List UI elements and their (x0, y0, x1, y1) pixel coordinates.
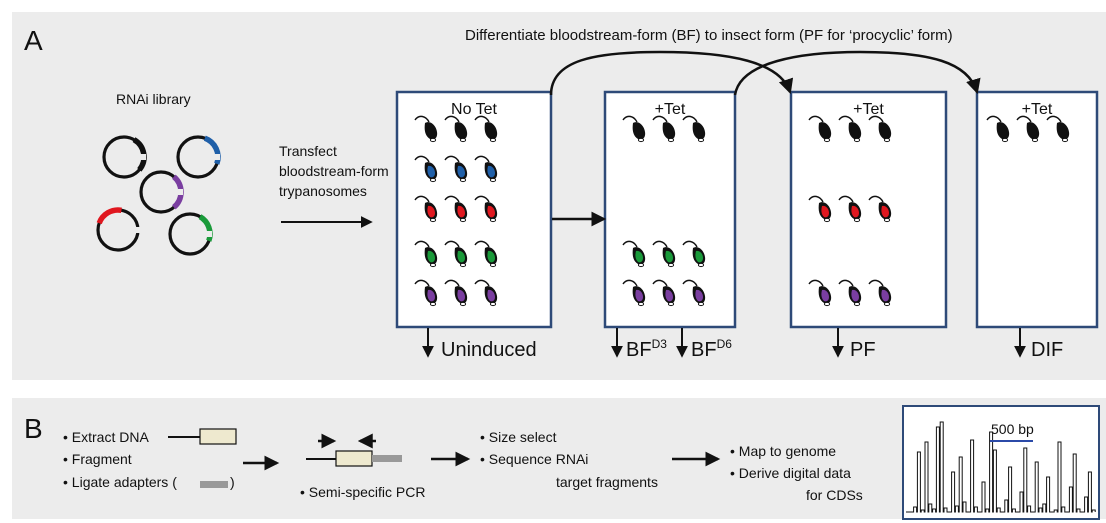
trypanosome-black (986, 115, 1010, 143)
culture-box-4: +Tet (975, 90, 1099, 329)
culture-box-3: +Tet (789, 90, 948, 329)
culture-boxes: No Tet +Tet +Tet +Tet (395, 90, 1099, 329)
coverage-plot-frame (902, 405, 1100, 520)
culture-box-title: No Tet (451, 101, 498, 118)
trypanosome-black (652, 115, 676, 143)
plasmid-blue (176, 135, 221, 179)
culture-box-1: No Tet (395, 90, 553, 329)
trypanosome-black (1046, 115, 1070, 143)
transfect-line2: bloodstream-form (279, 163, 389, 179)
plasmid-green (168, 212, 213, 256)
rnai-library-label: RNAi library (116, 91, 191, 107)
culture-box-title: +Tet (655, 101, 686, 118)
trypanosome-black (622, 115, 646, 143)
dif-label: DIF (1031, 339, 1063, 361)
trypanosome-black (1016, 115, 1040, 143)
plasmid-purple (139, 170, 184, 214)
adapter-swatch (200, 481, 228, 488)
culture-box-2: +Tet (603, 90, 737, 329)
pcr-fragment-box (335, 450, 373, 467)
step4-derive: • Derive digital data (730, 465, 851, 481)
trypanosome-black (444, 115, 468, 143)
panel-a-header: Differentiate bloodstream-form (BF) to i… (465, 27, 953, 44)
trypanosome-purple (868, 279, 892, 307)
trypanosome-purple (838, 279, 862, 307)
step2-pcr: • Semi-specific PCR (300, 484, 425, 500)
trypanosome-black (682, 115, 706, 143)
trypanosome-black (838, 115, 862, 143)
bf-d3-label: BFD3 (626, 337, 667, 361)
differentiate-arrow-2 (733, 50, 981, 96)
trypanosome-purple (682, 279, 706, 307)
trypanosome-green (622, 240, 646, 268)
trypanosome-green (652, 240, 676, 268)
trypanosome-red (444, 195, 468, 223)
trypanosome-purple (652, 279, 676, 307)
transfect-line3: trypanosomes (279, 183, 367, 199)
step3-sequence: • Sequence RNAi (480, 451, 588, 467)
transfect-line1: Transfect (279, 143, 337, 159)
trypanosome-blue (414, 155, 438, 183)
culture-box-title: +Tet (853, 101, 884, 118)
trypanosome-red (808, 195, 832, 223)
step1-ligate: • Ligate adapters ( (63, 474, 177, 490)
step3-size: • Size select (480, 429, 557, 445)
step1-ligate-close: ) (230, 474, 235, 490)
dna-fragment-box (199, 428, 237, 445)
trypanosome-black (868, 115, 892, 143)
step1-extract: • Extract DNA (63, 429, 149, 445)
plasmid-black (102, 135, 147, 179)
trypanosome-purple (414, 279, 438, 307)
trypanosome-green (444, 240, 468, 268)
trypanosome-purple (808, 279, 832, 307)
pf-label: PF (850, 339, 876, 361)
culture-box-title: +Tet (1022, 101, 1053, 118)
step3-target: target fragments (556, 474, 658, 490)
trypanosome-black (808, 115, 832, 143)
differentiate-arrow-1 (549, 50, 794, 96)
trypanosome-purple (444, 279, 468, 307)
plasmid-red (96, 207, 140, 252)
step4-cds: for CDSs (806, 487, 863, 503)
step1-fragment: • Fragment (63, 451, 132, 467)
step4-map: • Map to genome (730, 443, 836, 459)
trypanosome-red (868, 195, 892, 223)
trypanosome-black (414, 115, 438, 143)
uninduced-label: Uninduced (441, 339, 537, 361)
scale-label: 500 bp (991, 421, 1034, 437)
trypanosome-green (474, 240, 498, 268)
trypanosome-green (682, 240, 706, 268)
pcr-adapter (372, 455, 402, 462)
trypanosome-purple (622, 279, 646, 307)
trypanosome-black (474, 115, 498, 143)
trypanosome-red (414, 195, 438, 223)
bf-d6-label: BFD6 (691, 337, 732, 361)
trypanosome-green (414, 240, 438, 268)
coverage-trace (906, 421, 1096, 513)
panel-a-letter: A (24, 25, 43, 56)
trypanosome-red (838, 195, 862, 223)
trypanosome-blue (444, 155, 468, 183)
plasmid-group (96, 135, 221, 256)
trypanosome-purple (474, 279, 498, 307)
panel-b-letter: B (24, 413, 43, 444)
trypanosome-red (474, 195, 498, 223)
trypanosome-blue (474, 155, 498, 183)
